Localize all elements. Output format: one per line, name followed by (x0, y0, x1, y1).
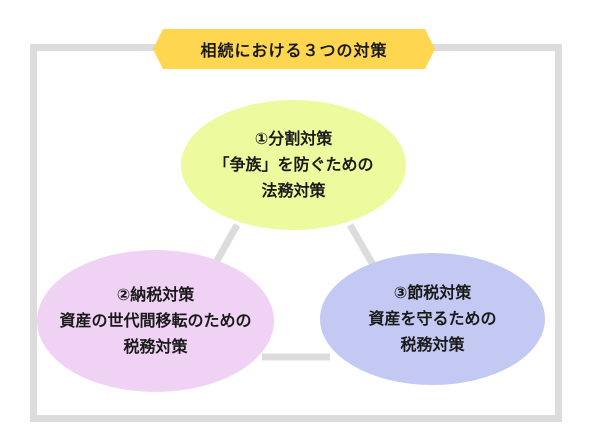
circle-division-measures: ①分割対策 「争族」を防ぐための 法務対策 (181, 100, 406, 230)
circle-1-line-3: 法務対策 (261, 181, 326, 200)
diagram-title: 相続における３つの対策 (200, 41, 388, 60)
banner-shape (153, 29, 435, 69)
circle-2-heading: ②納税対策 (116, 285, 195, 304)
circle-3-heading: ③節税対策 (393, 283, 472, 302)
circle-3-line-2: 資産を守るための (368, 309, 497, 328)
connector-top-left (210, 223, 241, 268)
circle-1-heading: ①分割対策 (254, 129, 333, 148)
circle-3-line-3: 税務対策 (400, 335, 465, 354)
circle-tax-payment-measures: ②納税対策 資産の世代間移転のための 税務対策 (37, 250, 274, 392)
circle-tax-saving-measures: ③節税対策 資産を守るための 税務対策 (320, 253, 545, 385)
circle-2-line-2: 資産の世代間移転のための (59, 311, 252, 330)
circle-1-line-2: 「争族」を防ぐための (213, 155, 374, 174)
circle-2-line-3: 税務対策 (123, 337, 188, 356)
title-banner: 相続における３つの対策 (153, 29, 435, 69)
